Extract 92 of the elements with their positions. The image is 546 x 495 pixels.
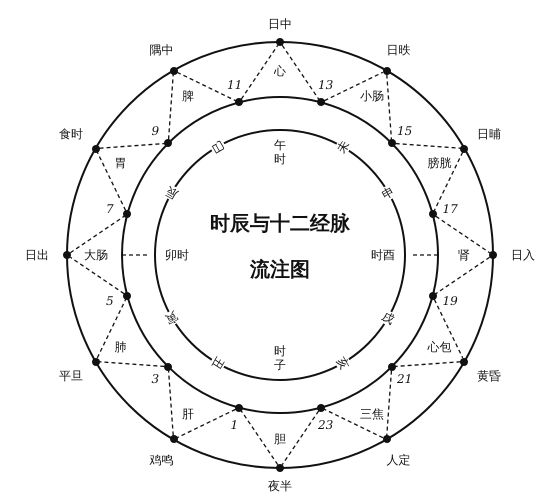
meridian-label: 脾 — [182, 88, 194, 103]
time-label: 夜半 — [268, 479, 292, 493]
dot-marker — [276, 38, 284, 46]
meridian-label: 肾 — [458, 248, 470, 262]
dot-marker — [388, 139, 396, 148]
dashed-line — [96, 152, 126, 211]
dot-marker — [316, 98, 325, 106]
dot-marker — [276, 464, 284, 472]
hour-label: 时子 — [273, 344, 287, 372]
hour-number: 15 — [396, 124, 412, 138]
diagram-title: 时辰与十二经脉流注图 — [209, 210, 351, 283]
dashed-line — [386, 74, 392, 140]
meridian-label: 小肠 — [360, 88, 384, 103]
hour-number: 17 — [442, 202, 458, 216]
dashed-line — [386, 370, 392, 436]
hour-number: 1 — [230, 418, 238, 432]
hour-number: 9 — [152, 124, 160, 138]
branch-label: 寅 — [162, 308, 182, 328]
dashed-line — [70, 216, 124, 254]
hour-number: 5 — [106, 294, 114, 308]
hour-number: 3 — [152, 372, 160, 386]
dot-marker — [170, 435, 178, 444]
dot-marker — [235, 404, 244, 412]
dot-marker — [63, 251, 71, 259]
dashed-line — [282, 410, 320, 466]
dot-marker — [382, 435, 390, 444]
meridian-label: 心包 — [427, 340, 452, 354]
dashed-line — [70, 256, 124, 294]
dot-marker — [382, 66, 390, 75]
dot-marker — [170, 66, 178, 75]
dashed-line — [240, 44, 278, 100]
time-label: 日入 — [511, 248, 535, 262]
dashed-line — [99, 361, 164, 368]
meridian-label: 心 — [274, 64, 286, 78]
dot-marker — [460, 144, 468, 152]
meridian-label: 大肠 — [84, 248, 108, 262]
time-label: 鸡鸣 — [150, 453, 174, 468]
dot-marker — [92, 144, 100, 152]
time-label: 日出 — [25, 248, 49, 262]
dot-marker — [123, 210, 132, 218]
time-label: 食时 — [58, 127, 83, 142]
meridian-label: 胃 — [114, 156, 127, 170]
meridian-label: 肺 — [114, 340, 127, 354]
hour-number: 23 — [318, 418, 334, 432]
dashed-line — [324, 408, 384, 438]
hour-number: 21 — [396, 372, 412, 386]
dashed-line — [168, 74, 174, 140]
dashed-line — [434, 299, 464, 358]
dot-marker — [164, 362, 172, 371]
dashed-line — [96, 299, 126, 358]
dashed-line — [396, 142, 461, 149]
dot-marker — [123, 292, 132, 300]
hour-number: 13 — [318, 78, 334, 92]
hour-number: 19 — [442, 294, 458, 308]
meridian-label: 膀胱 — [427, 156, 452, 170]
dashed-line — [282, 44, 320, 100]
dashed-line — [434, 152, 464, 211]
time-label: 日昳 — [386, 42, 410, 57]
time-label: 日晡 — [477, 127, 502, 142]
dashed-line — [240, 410, 278, 466]
dashed-line — [168, 370, 174, 436]
dashed-line — [99, 142, 164, 149]
hour-label: 午时 — [273, 138, 287, 166]
time-label: 黄昏 — [477, 368, 502, 383]
dot-marker — [92, 358, 100, 366]
meridian-label: 胆 — [274, 432, 286, 446]
dot-marker — [489, 251, 497, 259]
time-label: 隅中 — [150, 42, 174, 57]
dot-marker — [235, 98, 244, 106]
time-label: 人定 — [386, 453, 410, 468]
branch-label: 亥 — [332, 354, 352, 373]
meridian-label: 三焦 — [360, 407, 384, 422]
dashed-line — [436, 256, 490, 294]
time-label: 日中 — [268, 17, 292, 31]
dashed-line — [176, 72, 236, 102]
meridian-label: 肝 — [182, 407, 194, 422]
hour-label: 卯时 — [165, 248, 189, 262]
dot-marker — [428, 292, 437, 300]
dot-marker — [460, 358, 468, 366]
dot-marker — [164, 139, 172, 148]
dot-marker — [388, 362, 396, 371]
dashed-line — [176, 408, 236, 438]
time-label: 平旦 — [58, 368, 83, 383]
hour-number: 11 — [226, 78, 242, 92]
branch-label: 辰 — [162, 182, 182, 202]
hour-label: 时酉 — [371, 248, 395, 262]
dashed-line — [396, 361, 461, 368]
dot-marker — [428, 210, 437, 218]
dashed-line — [324, 72, 384, 102]
hour-number: 7 — [106, 202, 114, 216]
dashed-line — [436, 216, 490, 254]
dot-marker — [316, 404, 325, 412]
